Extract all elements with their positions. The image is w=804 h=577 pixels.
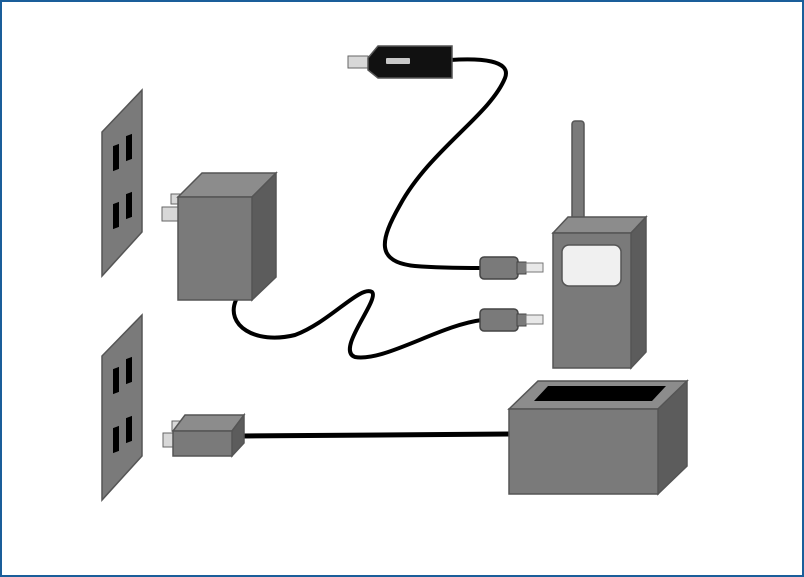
ac-adapter-cable [234, 291, 482, 357]
ac-wall-adapter [162, 173, 276, 300]
car-charger-cable [385, 59, 506, 268]
radio-display [562, 245, 621, 286]
wall-outlet-upper [102, 90, 142, 276]
usb-plug [163, 415, 244, 456]
car-lighter-plug [348, 46, 452, 78]
usb-cable [243, 434, 511, 436]
two-way-radio [553, 121, 646, 368]
dc-plug-lower [480, 309, 543, 331]
dc-plug-upper [480, 257, 543, 279]
wall-outlet-lower [102, 315, 142, 500]
charging-base [509, 381, 687, 494]
